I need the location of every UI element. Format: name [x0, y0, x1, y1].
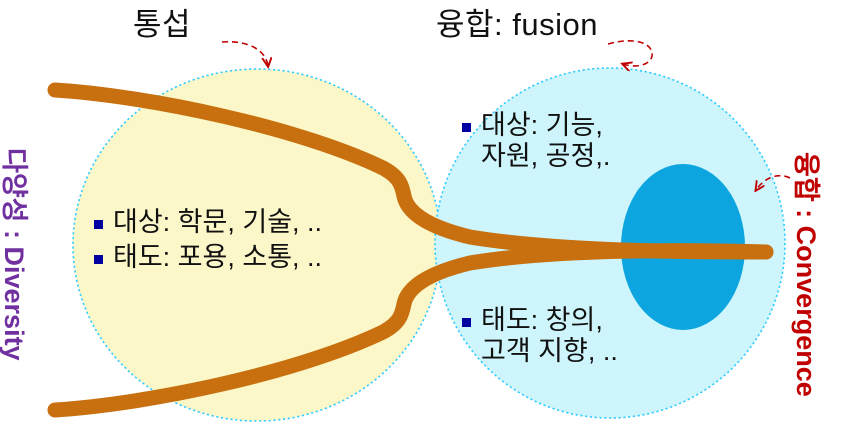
- list-item: 태도: 포용, 소통, ..: [94, 242, 394, 273]
- arrow-to-tongseop: [221, 41, 268, 66]
- arrow-to-convergence-core: [756, 174, 791, 190]
- label-tongseop: 통섭: [133, 7, 192, 42]
- fusion-target-bullet-list: 대상: 기능, 자원, 공정,.: [462, 110, 692, 177]
- stream-lower: [47, 243, 774, 418]
- bullet-label: 대상: 학문, 기술, ..: [113, 207, 323, 237]
- arrow-to-fusion: [607, 40, 653, 66]
- bullet-label: 대상: 기능, 자원, 공정,.: [481, 110, 611, 172]
- label-fusion: 융합: fusion: [436, 7, 598, 42]
- bullet-label: 태도: 창의, 고객 지향, ..: [481, 305, 618, 367]
- list-item: 대상: 학문, 기술, ..: [94, 207, 394, 238]
- list-item: 태도: 창의, 고객 지향, ..: [462, 305, 692, 368]
- fusion-attitude-bullet-list: 태도: 창의, 고객 지향, ..: [462, 305, 692, 372]
- bullet-square-icon: [462, 123, 471, 132]
- bullet-square-icon: [462, 318, 471, 327]
- label-diversity: 다양성 : Diversity: [0, 148, 29, 361]
- bullet-square-icon: [94, 255, 103, 265]
- label-convergence: 융합 : Convergence: [791, 152, 821, 397]
- list-item: 대상: 기능, 자원, 공정,.: [462, 110, 692, 173]
- bullet-label: 태도: 포용, 소통, ..: [113, 242, 323, 273]
- bullet-square-icon: [94, 220, 103, 229]
- tongseop-bullet-list: 대상: 학문, 기술, .. 태도: 포용, 소통, ..: [94, 207, 394, 278]
